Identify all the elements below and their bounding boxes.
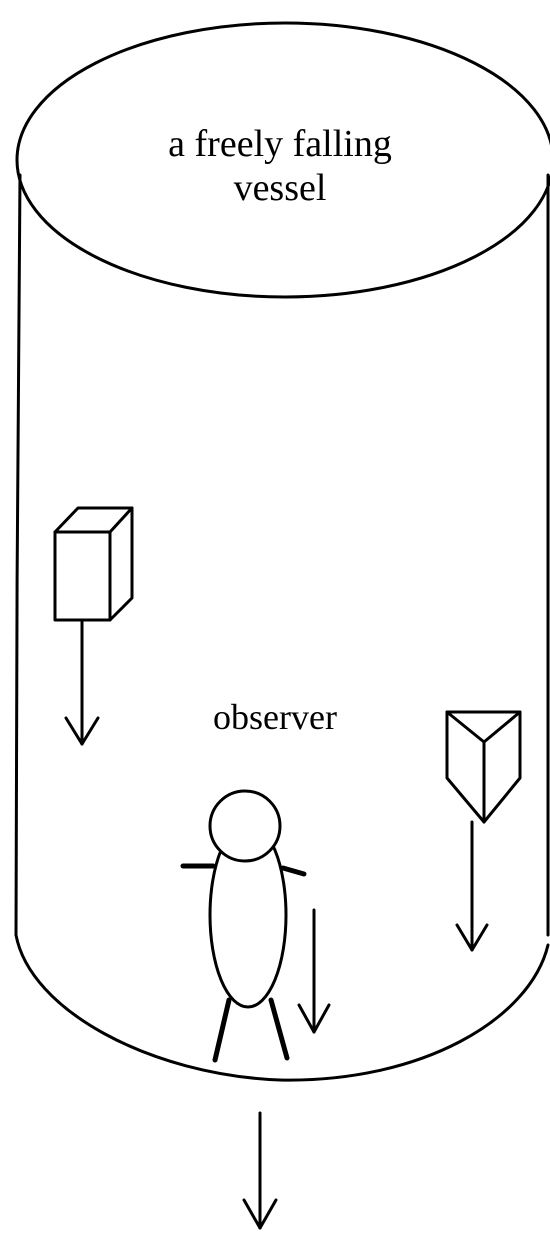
vessel-top-ellipse [15,21,550,299]
prism-left-face [445,710,486,824]
vessel-label-line-1: a freely falling [168,123,392,165]
observer-figure [180,789,307,1063]
vessel-label-line-2: vessel [233,167,327,209]
prism-object [445,710,522,824]
prism-fall-arrow [455,820,489,952]
observer-head [208,789,282,863]
cube-fall-arrow [64,618,100,746]
vessel-left-side [14,173,22,937]
observer-right-leg [268,997,290,1061]
vessel-bottom-rim [14,933,550,1082]
observer-right-arm [280,865,307,877]
observer-label: observer [213,697,337,737]
cube-side-face [108,506,134,622]
observer-fall-arrow [297,908,331,1034]
prism-top-face [445,710,522,744]
cube-object [53,506,134,622]
observer-left-leg [212,997,232,1063]
cube-front-face [53,530,112,622]
freely-falling-vessel [14,21,550,1082]
cube-top-face [53,506,134,534]
prism-right-face [482,710,522,824]
vessel-fall-arrow [242,1111,278,1230]
